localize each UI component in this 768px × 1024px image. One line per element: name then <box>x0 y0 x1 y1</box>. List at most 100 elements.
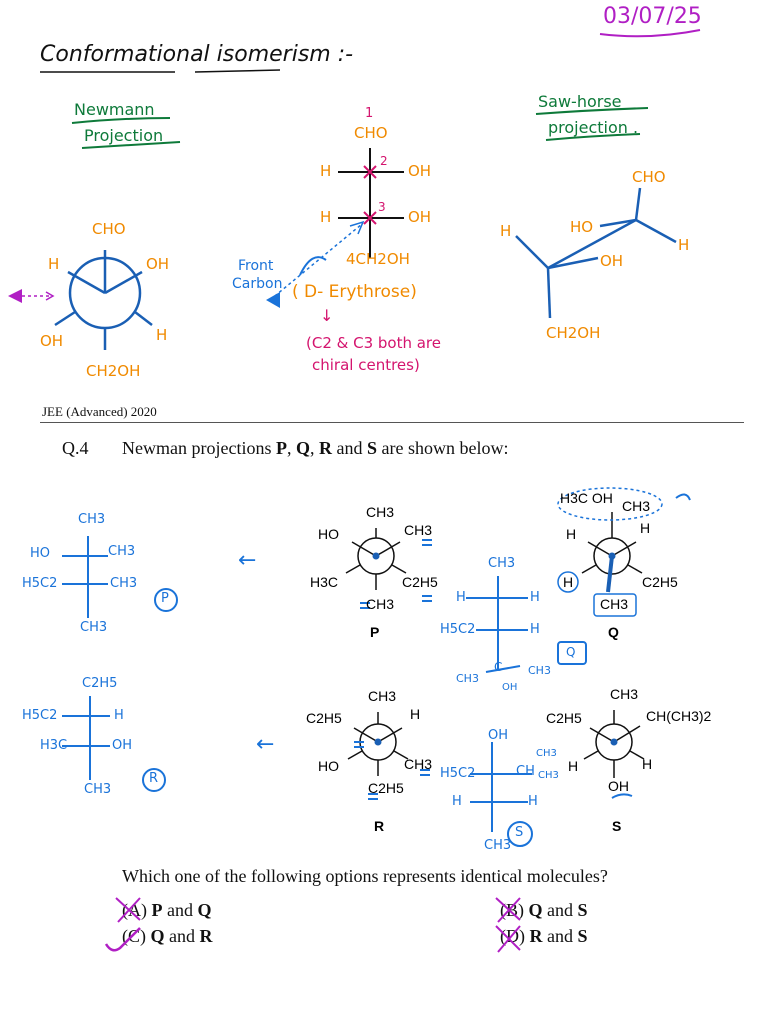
sawhorse-cho: CHO <box>632 168 666 186</box>
q-label: Q <box>608 624 619 640</box>
sawhorse-sketch <box>515 187 677 319</box>
r-upper-right: H <box>410 706 421 722</box>
q-top: H3C OH <box>560 490 613 506</box>
fischer-cho: CHO <box>354 124 388 142</box>
s-label: S <box>612 818 622 834</box>
newman-h-ul: H <box>48 255 60 273</box>
fq-bottom-oh: OH <box>502 682 518 693</box>
p-lower-left: H3C <box>310 574 339 590</box>
date-note: 03/07/25 <box>603 4 702 29</box>
s-upper-left: C2H5 <box>546 710 582 726</box>
p-upper-right: CH3 <box>404 522 433 538</box>
front-carbon-line1: Front <box>238 258 274 274</box>
newman-heading-line2: Projection <box>84 126 164 145</box>
r-lower-left: HO <box>318 758 339 774</box>
fischer-r1-h: H <box>320 162 332 180</box>
newman-oh-ll: OH <box>40 332 64 350</box>
sawhorse-ho: HO <box>570 218 594 236</box>
arrow-left-r: ← <box>256 732 275 757</box>
fq-r1-left: H <box>456 590 466 605</box>
question-prompt: Which one of the following options repre… <box>122 866 608 886</box>
newman-heading-line1: Newmann <box>74 100 155 119</box>
fischer-r2-h: H <box>320 208 332 226</box>
sawhorse-h-left: H <box>500 222 512 240</box>
sawhorse-heading-line2: projection . <box>548 118 639 137</box>
sawhorse-h-right: H <box>678 236 690 254</box>
fp-r1-left: HO <box>30 546 51 561</box>
question-stem: Newman projections P, Q, R and S are sho… <box>122 438 509 458</box>
s-lower-left: H <box>568 758 579 774</box>
s-top: CH3 <box>610 686 639 702</box>
r-bottom: C2H5 <box>368 780 404 796</box>
newman-oh-ur: OH <box>146 255 170 273</box>
exam-source: JEE (Advanced) 2020 <box>42 404 157 419</box>
s-bottom: OH <box>608 778 629 794</box>
fp-r1-right: CH3 <box>108 544 136 559</box>
divider <box>40 422 744 423</box>
p-bottom: CH3 <box>366 596 395 612</box>
fischer-c3-num: 3 <box>378 200 386 214</box>
fs-r2-left: H <box>452 794 462 809</box>
p-top: CH3 <box>366 504 395 520</box>
option-d[interactable]: (D) R and S <box>500 926 588 946</box>
q-lower-right: C2H5 <box>642 574 678 590</box>
fp-bottom: CH3 <box>80 620 108 635</box>
fq-r1-right: H <box>530 590 540 605</box>
fischer-sketch <box>266 148 404 308</box>
option-c[interactable]: (C) Q and R <box>122 926 213 946</box>
s-lower-right: H <box>642 756 653 772</box>
page-title: Conformational isomerism :- <box>40 42 354 67</box>
front-carbon-line2: Carbon <box>232 276 283 292</box>
fr-r2-left: H3C <box>40 738 68 753</box>
down-arrow: ↓ <box>320 306 334 325</box>
fq-r2-left: H5C2 <box>440 622 476 637</box>
q-top-right: CH3 <box>622 498 651 514</box>
fs-r1-left: H5C2 <box>440 766 476 781</box>
fr-top: C2H5 <box>82 676 118 691</box>
fs-r1-right: CH <box>516 764 535 779</box>
fp-tag: P <box>161 591 169 606</box>
q-bottom: CH3 <box>600 596 629 612</box>
fischer-c2-num: 2 <box>380 154 388 168</box>
sawhorse-oh: OH <box>600 252 624 270</box>
arrow-left-p: ← <box>238 548 257 573</box>
question-number: Q.4 <box>62 438 89 458</box>
fischer-r2-oh: OH <box>408 208 432 226</box>
fq-bottom-c: C <box>494 660 503 674</box>
fischer-c1-num: 1 <box>365 106 374 121</box>
fq-top: CH3 <box>488 556 516 571</box>
q-upper-right: H <box>640 520 651 536</box>
fq-bottom-left: CH3 <box>456 672 479 685</box>
r-top: CH3 <box>368 688 397 704</box>
q-upper-left: H <box>566 526 577 542</box>
p-lower-right: C2H5 <box>402 574 438 590</box>
fq-r2-right: H <box>530 622 540 637</box>
fr-r1-right: H <box>114 708 124 723</box>
fischer-r1-oh: OH <box>408 162 432 180</box>
newman-cho: CHO <box>92 220 126 238</box>
fq-tag: Q <box>566 645 576 659</box>
p-label: P <box>370 624 380 640</box>
r-label: R <box>374 818 385 834</box>
fs-top: OH <box>488 728 509 743</box>
fq-bottom-right: CH3 <box>528 664 551 677</box>
fs-tag: S <box>515 825 524 840</box>
p-upper-left: HO <box>318 526 339 542</box>
fr-r2-right: OH <box>112 738 133 753</box>
fs-branch2: CH3 <box>538 770 559 781</box>
erythrose-label: ( D- Erythrose) <box>292 282 417 302</box>
option-a[interactable]: (A) P and Q <box>122 900 212 920</box>
fp-r2-left: H5C2 <box>22 576 58 591</box>
chiral-note-line2: chiral centres) <box>312 356 420 374</box>
sawhorse-ch2oh: CH2OH <box>546 324 601 342</box>
r-lower-right: CH3 <box>404 756 433 772</box>
fischer-ch2oh: 4CH2OH <box>346 250 410 268</box>
newman-h-lr: H <box>156 326 168 344</box>
option-b[interactable]: (B) Q and S <box>500 900 588 920</box>
chiral-note-line1: (C2 & C3 both are <box>306 334 441 352</box>
fr-r1-left: H5C2 <box>22 708 58 723</box>
q-lower-left: H <box>563 574 574 590</box>
